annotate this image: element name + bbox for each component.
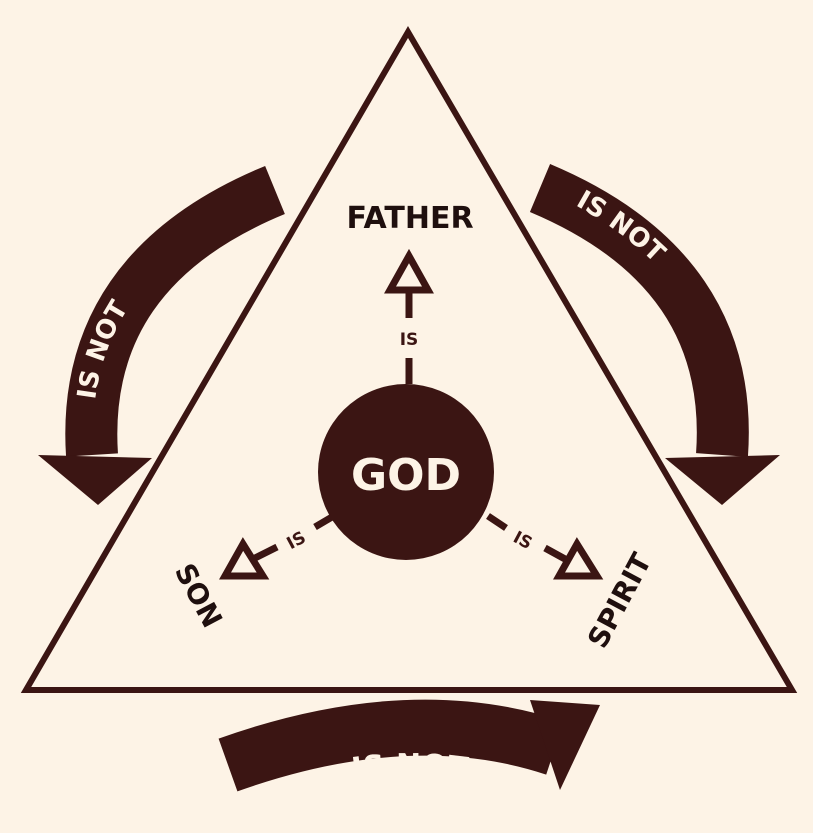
trinity-triangle [20,26,798,693]
is-not-arrow-right: IS NOT [529,164,780,505]
arrowhead-spirit-icon [553,537,604,580]
svg-text:IS: IS [284,528,310,554]
is-not-bottom-label: IS NOT [350,748,471,787]
arrowhead-father-icon [384,248,434,294]
is-son-link: IS [219,513,334,580]
is-not-arrow-bottom: IS NOT [218,699,600,792]
arrowhead-son-icon [219,537,270,580]
god-circle [318,384,494,560]
son-label: SON [168,558,229,633]
father-label: FATHER [346,201,473,236]
is-not-arrow-left: IS NOT [38,165,285,505]
god-label: GOD [351,450,461,501]
svg-text:IS: IS [510,528,536,554]
is-spirit-link: IS [486,513,604,580]
is-father-link: IS [384,248,434,384]
svg-text:IS: IS [400,330,419,350]
